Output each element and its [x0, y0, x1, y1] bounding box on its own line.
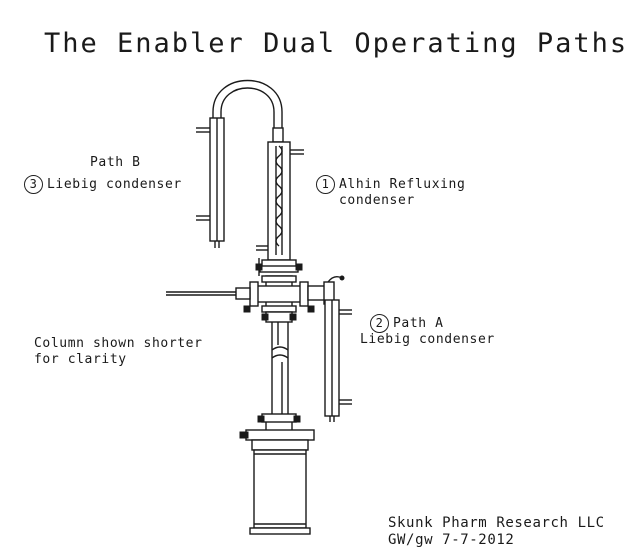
lower-clamp: [257, 413, 301, 430]
path-a-number-badge: 2: [370, 314, 389, 333]
diagram-title: The Enabler Dual Operating Paths: [44, 28, 629, 59]
path-a-label-group: 2 Path A: [370, 314, 444, 333]
note-line1: Column shown shorter: [34, 336, 203, 351]
path-b-number-badge: 3: [24, 175, 43, 194]
path-b-label-group: 3 Liebig condenser: [24, 175, 182, 194]
cross-fitting: [243, 275, 315, 313]
column: [261, 311, 297, 416]
path-b-heading: Path B: [90, 155, 141, 170]
path-a-heading: Path A: [393, 316, 444, 331]
path-1-number-badge: 1: [316, 175, 335, 194]
credit-line2: GW/gw 7-7-2012: [388, 532, 515, 548]
u-bend-tube: [212, 79, 283, 128]
path-a-liebig-condenser: [324, 299, 352, 422]
upper-clamp: [255, 258, 303, 276]
path-1-label-group: 1 Alhin Refluxing: [316, 175, 465, 194]
side-probe: [166, 287, 251, 300]
path-b-liebig-condenser: [196, 117, 225, 248]
reflux-condenser-top-adapter: [272, 127, 284, 143]
path-1-line1: Alhin Refluxing: [339, 177, 466, 192]
note-line2: for clarity: [34, 352, 127, 367]
allihn-refluxing-condenser: [256, 141, 304, 261]
base-pot: [239, 429, 315, 535]
path-1-line2: condenser: [339, 193, 415, 208]
path-a-condenser-label: Liebig condenser: [360, 332, 495, 347]
credit-line1: Skunk Pharm Research LLC: [388, 515, 605, 531]
path-b-condenser-label: Liebig condenser: [47, 177, 182, 192]
